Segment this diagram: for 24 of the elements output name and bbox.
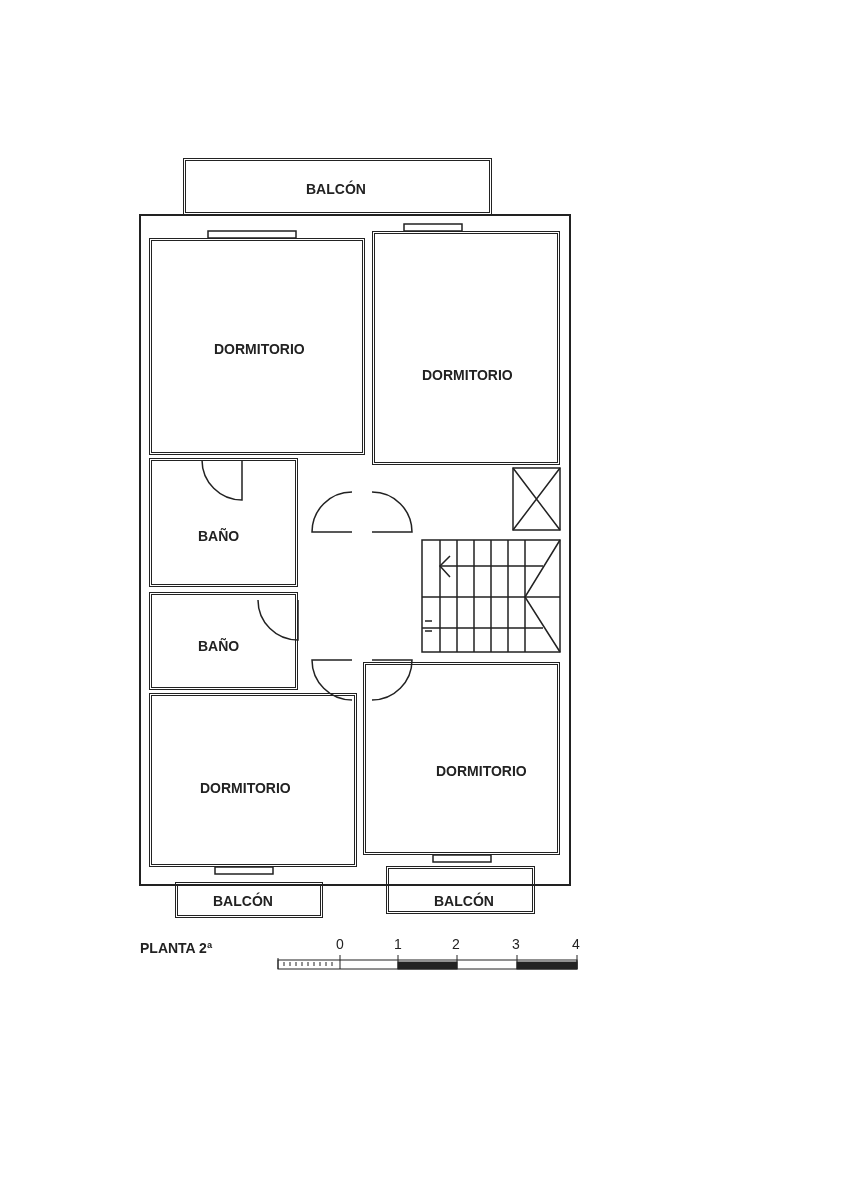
room-outline xyxy=(363,662,560,855)
room-name: DORMITORIO xyxy=(214,341,305,357)
room-outline xyxy=(149,592,298,690)
room-name: DORMITORIO xyxy=(436,763,527,779)
room-name: DORMITORIO xyxy=(422,367,513,383)
room-name: BAÑO xyxy=(198,528,240,544)
room-outline xyxy=(149,458,298,587)
room-name: BALCÓN xyxy=(306,181,366,197)
scale-number: 3 xyxy=(512,936,520,952)
room-name: BALCÓN xyxy=(434,893,494,909)
room-outline xyxy=(372,231,560,465)
floor-title: PLANTA 2ª xyxy=(140,940,213,956)
balcony-outline xyxy=(183,158,492,215)
scale-number: 1 xyxy=(394,936,402,952)
scale-number: 4 xyxy=(572,936,580,952)
room-name: BALCÓN xyxy=(213,893,273,909)
room-outline xyxy=(149,238,365,455)
balcony-outline xyxy=(175,882,323,918)
scale-number: 2 xyxy=(452,936,460,952)
scale-number: 0 xyxy=(336,936,344,952)
room-name: BAÑO xyxy=(198,638,240,654)
room-outline xyxy=(149,693,357,867)
room-name: DORMITORIO xyxy=(200,780,291,796)
balcony-outline xyxy=(386,866,535,914)
